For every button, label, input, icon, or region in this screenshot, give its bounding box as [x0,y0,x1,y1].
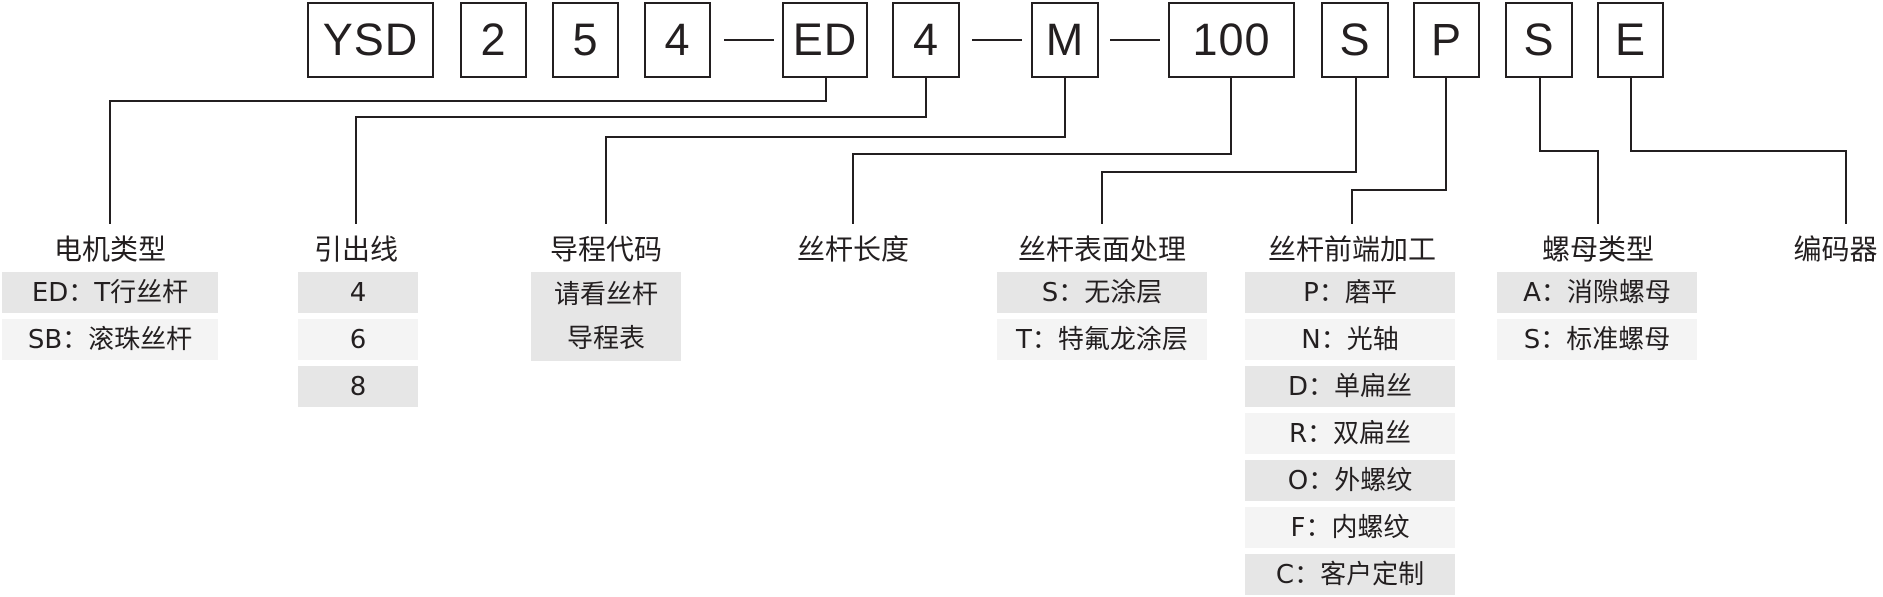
leader-m-lead-code [605,78,1066,224]
code-segment-m: M [1031,2,1099,78]
code-segment-s-surface: S [1321,2,1389,78]
code-segment-lead-wire: 4 [892,2,960,78]
option-lead-wire-8: 8 [298,366,418,407]
category-screw-length: 丝杆长度 [796,233,909,266]
option-sb-ball-screw: SB：滚珠丝杆 [2,319,218,360]
option-lead-wire-6: 6 [298,319,418,360]
code-segment-s-nut: S [1505,2,1573,78]
leader-s-nut-type [1539,78,1599,224]
option-nut-a: A：消隙螺母 [1497,272,1697,313]
code-segment-5: 5 [552,2,619,78]
option-lead-wire-4: 4 [298,272,418,313]
leader-e-encoder [1630,78,1847,224]
lead-code-note-line-2: 导程表 [566,323,645,354]
lead-code-note-line-1: 请看丝杆 [553,279,658,310]
code-segment-ysd: YSD [307,2,434,78]
category-front-end: 丝杆前端加工 [1267,233,1436,266]
option-surface-t: T：特氟龙涂层 [997,319,1207,360]
option-nut-s: S：标准螺母 [1497,319,1697,360]
option-surface-s: S：无涂层 [997,272,1207,313]
option-front-end-n: N：光轴 [1245,319,1455,360]
code-segment-2: 2 [460,2,527,78]
option-front-end-f: F：内螺纹 [1245,507,1455,548]
code-segment-100: 100 [1168,2,1295,78]
option-lead-code-table: 请看丝杆 导程表 [531,272,681,361]
leader-p-front-end [1351,78,1447,224]
category-lead-wire: 引出线 [313,233,398,266]
code-segment-p: P [1413,2,1480,78]
leader-ed-motor-type [109,78,827,224]
code-segment-e: E [1597,2,1664,78]
leader-100-screw-length [852,78,1232,224]
category-nut-type: 螺母类型 [1541,233,1654,266]
leader-s-surface [1101,78,1357,224]
category-lead-code: 导程代码 [549,233,662,266]
option-ed-trapezoidal: ED：T行丝杆 [2,272,218,313]
option-front-end-c: C：客户定制 [1245,554,1455,595]
option-front-end-d: D：单扁丝 [1245,366,1455,407]
option-front-end-o: O：外螺纹 [1245,460,1455,501]
option-front-end-r: R：双扁丝 [1245,413,1455,454]
category-surface: 丝杆表面处理 [1017,233,1186,266]
code-segment-ed: ED [782,2,868,78]
code-segment-4: 4 [644,2,711,78]
category-motor-type: 电机类型 [53,233,166,266]
option-front-end-p: P：磨平 [1245,272,1455,313]
leader-4-lead-wire [355,78,927,224]
category-encoder: 编码器 [1793,233,1878,266]
